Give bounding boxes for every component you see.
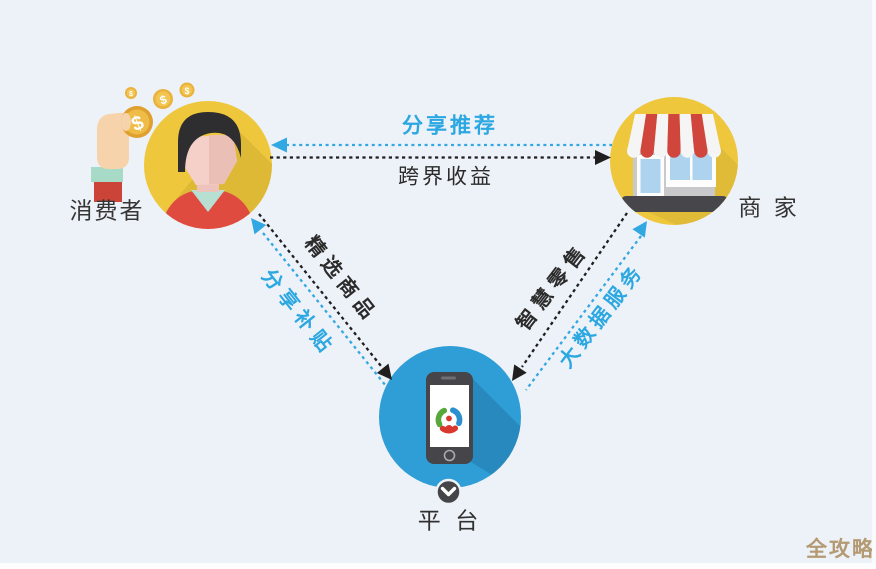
chevron-down-icon [435, 478, 462, 506]
arrow-share-subsidy [251, 218, 387, 387]
platform-logo-icon [435, 407, 463, 434]
platform-node [379, 346, 521, 506]
smartphone-icon [426, 372, 473, 464]
edge-label-crossover-income: 跨界收益 [398, 165, 494, 189]
edge-label-share-recommend: 分享推荐 [402, 114, 498, 138]
right-edge-strip [872, 0, 876, 569]
consumer-label: 消费者 [69, 197, 145, 224]
arrow-share-recommend [271, 137, 612, 153]
arrow-smart-retail [512, 212, 628, 381]
consumer-node: $ $ $ $ [91, 82, 272, 229]
svg-text:$: $ [158, 92, 169, 107]
svg-text:$: $ [184, 86, 189, 96]
watermark: 全攻略 [806, 538, 875, 561]
platform-label: 平 台 [417, 507, 483, 534]
arrow-crossover-income [270, 150, 611, 165]
bottom-edge-strip [0, 563, 876, 569]
svg-text:$: $ [129, 91, 133, 98]
merchant-node [610, 97, 738, 225]
arrow-selected-goods [258, 213, 392, 380]
hand-with-coins-icon: $ $ $ $ [91, 82, 195, 202]
merchant-label: 商 家 [738, 194, 800, 221]
awning [627, 114, 721, 158]
arrow-bigdata-service [525, 221, 647, 391]
